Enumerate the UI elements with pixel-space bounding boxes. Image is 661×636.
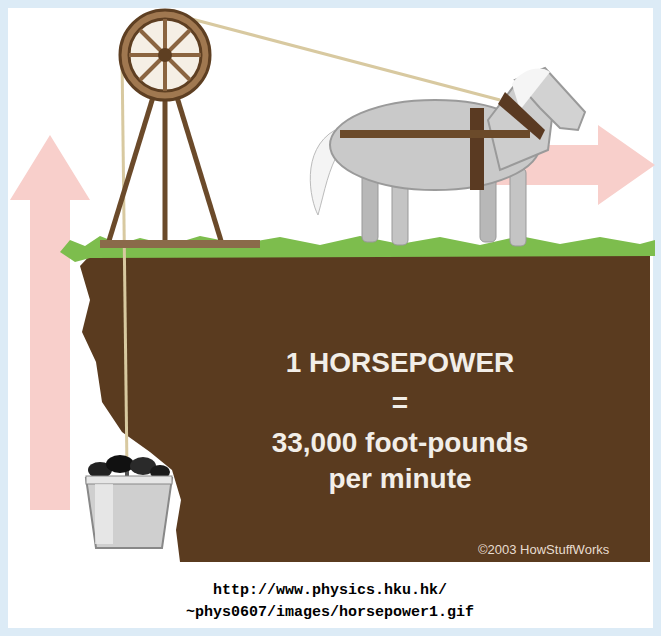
rope-down <box>122 55 127 470</box>
pulley-wheel <box>120 10 210 100</box>
rope-to-horse <box>165 12 500 100</box>
panel <box>8 8 653 628</box>
grass <box>60 236 655 262</box>
up-arrow <box>10 135 90 510</box>
copyright-note: ©2003 HowStuffWorks <box>478 542 648 558</box>
horse <box>310 68 585 246</box>
unit-label: 33,000 foot-pounds per minute <box>250 425 550 497</box>
main-label: 1 HORSEPOWER <box>230 345 570 381</box>
tripod-base <box>100 240 260 248</box>
coal-bucket <box>86 455 172 548</box>
ground-cliff <box>80 250 650 562</box>
equals-sign: = <box>230 385 570 421</box>
caption-url: http://www.physics.hku.hk/ ~phys0607/ima… <box>170 580 490 624</box>
